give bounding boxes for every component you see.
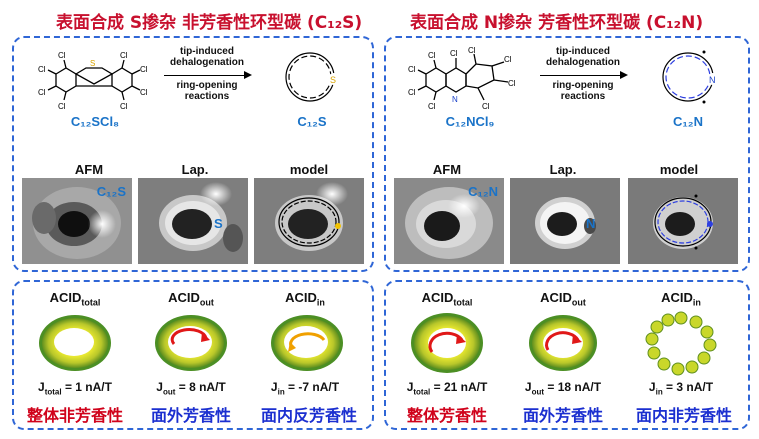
afm-overlay-label: C₁₂N — [468, 184, 498, 199]
right-model-header: model — [659, 162, 699, 177]
right-verdict-out: 面外芳香性 — [522, 406, 603, 425]
left-afm-image: C₁₂S — [22, 178, 132, 264]
cl-label: Cl — [450, 49, 458, 58]
left-lap-header: Lap. — [181, 162, 209, 177]
cl-label: Cl — [38, 65, 46, 74]
left-product-formula: C₁₂S — [297, 114, 327, 129]
left-reaction-arrow — [164, 71, 252, 79]
right-j-in: Jin = 3 nA/T — [648, 380, 714, 397]
lap-overlay-label: N — [586, 216, 596, 231]
cl-label: Cl — [428, 51, 436, 60]
left-precursor-structure: Cl Cl Cl Cl Cl Cl Cl Cl S — [38, 51, 148, 111]
left-acid-total-title: ACIDtotal — [49, 290, 101, 308]
right-acid-in-title: ACIDin — [661, 290, 701, 308]
right-acid-total-plot — [411, 313, 483, 373]
right-j-out: Jout = 18 nA/T — [524, 380, 602, 397]
left-precursor-formula: C₁₂SCl₈ — [70, 114, 120, 129]
right-acid-out-plot — [529, 315, 597, 371]
left-model-image — [254, 178, 364, 264]
left-j-out: Jout = 8 nA/T — [156, 380, 226, 397]
left-verdict-total: 整体非芳香性 — [26, 406, 123, 425]
n-label: N — [452, 95, 458, 104]
right-acid-panel: ACIDtotal ACIDout ACIDin Jtotal = 21 nA/… — [384, 280, 750, 430]
left-acid-out-plot — [155, 315, 227, 371]
right-product-formula: C₁₂N — [673, 114, 703, 129]
lap-overlay-label: S — [214, 216, 223, 231]
left-verdict-out: 面外芳香性 — [150, 406, 231, 425]
cl-label: Cl — [58, 51, 66, 60]
right-product-ring: N — [662, 50, 719, 104]
right-lap-image: N — [510, 178, 620, 264]
right-afm-header: AFM — [432, 162, 462, 177]
left-acid-in-title: ACIDin — [285, 290, 325, 308]
afm-overlay-label: C₁₂S — [96, 184, 126, 199]
left-model-header: model — [289, 162, 329, 177]
right-j-total: Jtotal = 21 nA/T — [406, 380, 488, 397]
cl-label: Cl — [140, 65, 148, 74]
n-atom-label: N — [709, 75, 716, 85]
left-afm-header: AFM — [74, 162, 104, 177]
cl-label: Cl — [120, 102, 128, 111]
cl-label: Cl — [58, 102, 66, 111]
cl-label: Cl — [38, 88, 46, 97]
cl-label: Cl — [468, 46, 476, 55]
s-atom-label: S — [330, 75, 336, 85]
cl-label: Cl — [140, 88, 148, 97]
cl-label: Cl — [408, 65, 416, 74]
left-lap-image: S — [138, 178, 248, 264]
left-acid-total-plot — [39, 315, 111, 371]
left-synthesis-panel: Cl Cl Cl Cl Cl Cl Cl Cl S C₁₂SCl₈ tip-in… — [12, 36, 374, 272]
right-lap-header: Lap. — [549, 162, 577, 177]
right-title: 表面合成 N掺杂 芳香性环型碳 (C₁₂N) — [410, 13, 704, 33]
right-reaction-arrow — [540, 71, 628, 79]
right-verdict-in: 面内非芳香性 — [635, 406, 732, 425]
right-acid-out-title: ACIDout — [540, 290, 586, 308]
right-afm-image: C₁₂N — [394, 178, 504, 264]
cl-label: Cl — [482, 102, 490, 111]
left-j-in: Jin = -7 nA/T — [270, 380, 340, 397]
left-product-ring: S — [285, 52, 340, 102]
cl-label: Cl — [508, 79, 516, 88]
left-acid-panel: ACIDtotal ACIDout ACIDin Jtotal = 1 nA/T… — [12, 280, 374, 430]
cl-label: Cl — [120, 51, 128, 60]
left-acid-in-plot — [271, 315, 343, 371]
left-acid-out-title: ACIDout — [168, 290, 214, 308]
cl-label: Cl — [408, 88, 416, 97]
left-j-total: Jtotal = 1 nA/T — [38, 380, 112, 397]
right-synthesis-panel: Cl Cl Cl Cl Cl Cl Cl Cl Cl N C₁₂NCl₉ tip… — [384, 36, 750, 272]
right-precursor-formula: C₁₂NCl₉ — [445, 114, 495, 129]
s-label: S — [90, 59, 95, 68]
cl-label: Cl — [428, 102, 436, 111]
left-verdict-in: 面内反芳香性 — [260, 406, 357, 425]
right-acid-total-title: ACIDtotal — [421, 290, 473, 308]
left-title: 表面合成 S掺杂 非芳香性环型碳 (C₁₂S) — [56, 13, 363, 33]
right-model-image — [628, 178, 738, 264]
right-verdict-total: 整体芳香性 — [406, 406, 487, 425]
right-acid-in-plot — [645, 311, 717, 376]
right-precursor-structure: Cl Cl Cl Cl Cl Cl Cl Cl Cl N — [408, 46, 516, 111]
cl-label: Cl — [504, 55, 512, 64]
